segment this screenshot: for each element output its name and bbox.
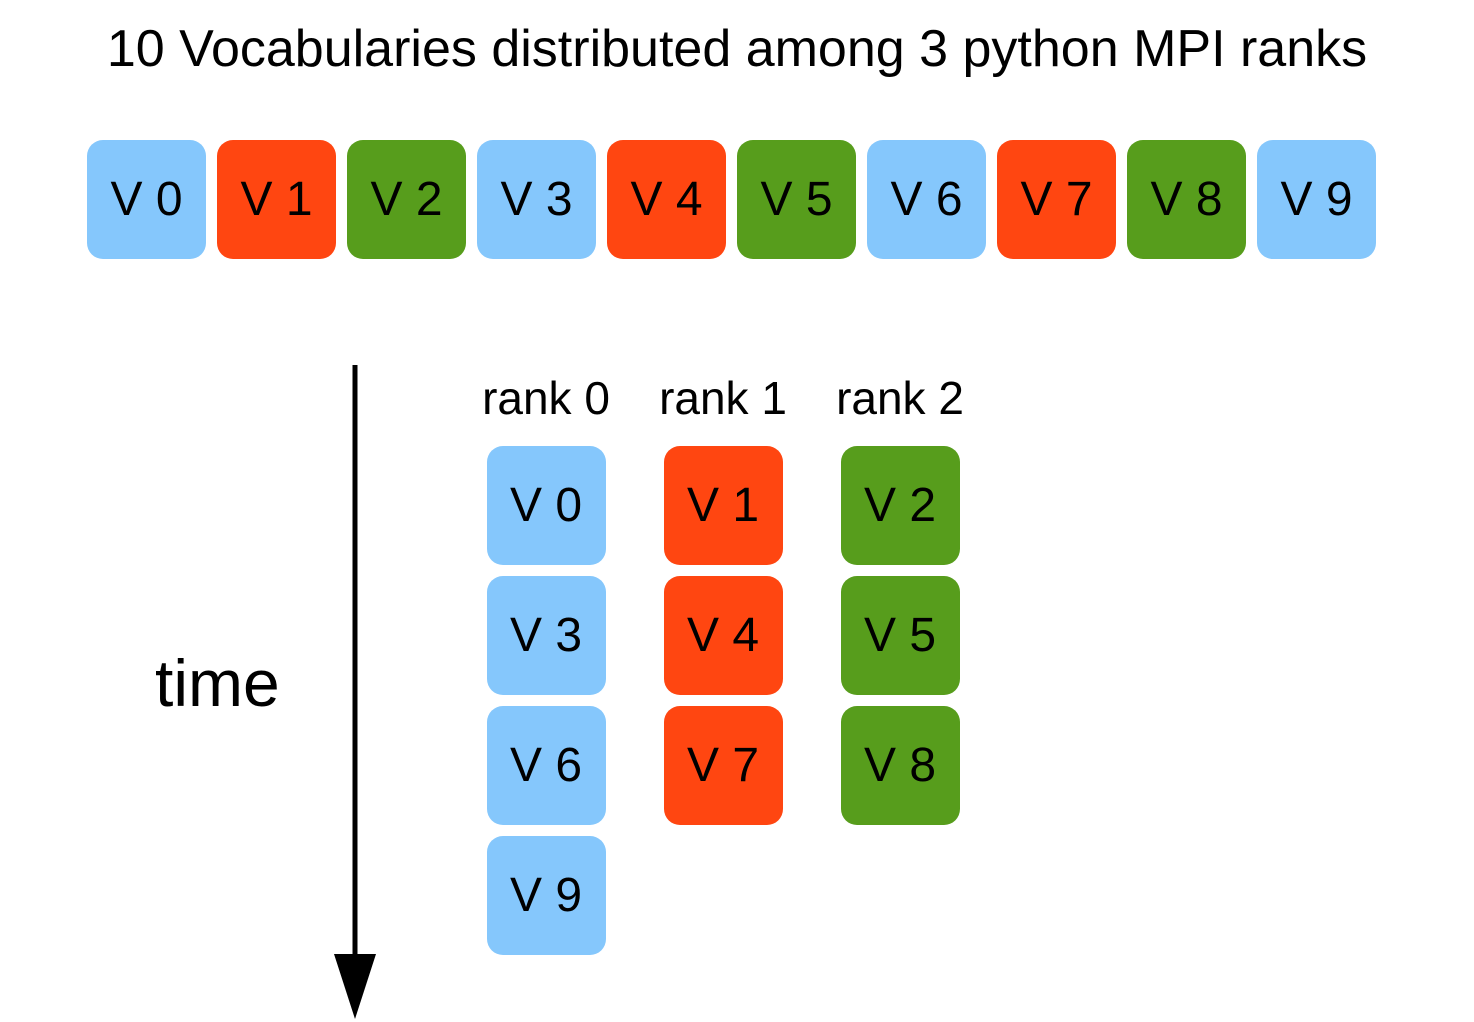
rank-2-block-0: V 2 xyxy=(840,446,960,565)
rank-0-block-2: V 6 xyxy=(486,706,606,825)
diagram-title: 10 Vocabularies distributed among 3 pyth… xyxy=(106,20,1368,78)
rank-2-block-2: V 8 xyxy=(840,706,960,825)
rank-label-2: rank 2 xyxy=(836,372,964,424)
rank-1-block-0: V 1 xyxy=(663,446,783,565)
vocabulary-block-1: V 1 xyxy=(217,140,336,259)
vocabulary-block-3: V 3 xyxy=(477,140,596,259)
vocabulary-block-6: V 6 xyxy=(867,140,986,259)
vocabulary-block-7: V 7 xyxy=(997,140,1116,259)
vocabulary-block-5: V 5 xyxy=(737,140,856,259)
time-arrow-icon xyxy=(334,365,376,1019)
rank-label-0: rank 0 xyxy=(482,372,610,424)
rank-0-block-1: V 3 xyxy=(486,576,606,695)
rank-0-block-0: V 0 xyxy=(486,446,606,565)
vocabulary-block-8: V 8 xyxy=(1127,140,1246,259)
rank-1-block-1: V 4 xyxy=(663,576,783,695)
time-axis-label: time xyxy=(155,646,280,720)
vocabulary-block-9: V 9 xyxy=(1257,140,1376,259)
vocabulary-block-4: V 4 xyxy=(607,140,726,259)
time-arrow-head xyxy=(334,954,376,1019)
vocabulary-block-2: V 2 xyxy=(347,140,466,259)
vocabulary-block-0: V 0 xyxy=(87,140,206,259)
rank-2-block-1: V 5 xyxy=(840,576,960,695)
rank-label-1: rank 1 xyxy=(659,372,787,424)
rank-1-block-2: V 7 xyxy=(663,706,783,825)
rank-0-block-3: V 9 xyxy=(486,836,606,955)
